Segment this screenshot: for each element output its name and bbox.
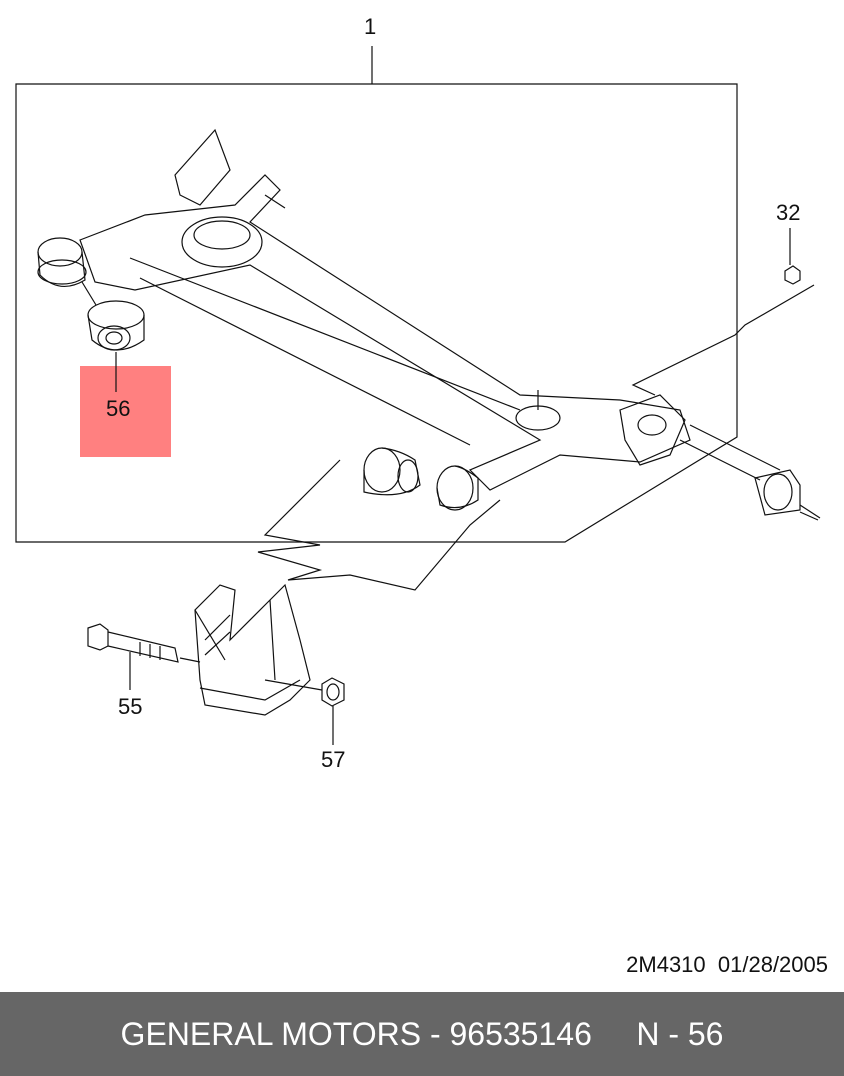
rear-bushing-1 — [363, 447, 421, 496]
highlight-part-56 — [80, 366, 171, 457]
callout-1: 1 — [364, 14, 377, 39]
footer-bar: GENERAL MOTORS - 96535146 N - 56 — [0, 992, 844, 1076]
footer-text: GENERAL MOTORS - 96535146 N - 56 — [120, 1015, 724, 1052]
rear-bushing-2 — [436, 465, 479, 511]
callout-55: 55 — [118, 694, 143, 719]
nut-32 — [784, 265, 801, 285]
bushing-56 — [87, 300, 145, 351]
detail-outline — [257, 459, 501, 591]
wheel-spindle — [754, 469, 821, 521]
bushing-sleeve — [37, 237, 87, 287]
callout-57: 57 — [321, 747, 346, 772]
bolt-55 — [87, 623, 179, 663]
drawing-code: 2M4310 — [626, 952, 706, 977]
rear-axle-diagram — [15, 46, 821, 745]
footer-ref: N - 56 — [636, 1015, 724, 1052]
callout-32: 32 — [776, 200, 801, 225]
nut-57 — [321, 677, 345, 707]
assembly-frame — [15, 83, 738, 543]
drawing-date: 01/28/2005 — [717, 952, 828, 977]
footer-brand: GENERAL MOTORS — [120, 1015, 422, 1052]
drawing-reference: 2M4310 01/28/2005 — [626, 952, 828, 978]
axle-beam — [79, 128, 691, 491]
footer-part-number: 96535146 — [449, 1015, 592, 1052]
callout-56: 56 — [106, 396, 131, 421]
mounting-bracket — [194, 583, 311, 716]
